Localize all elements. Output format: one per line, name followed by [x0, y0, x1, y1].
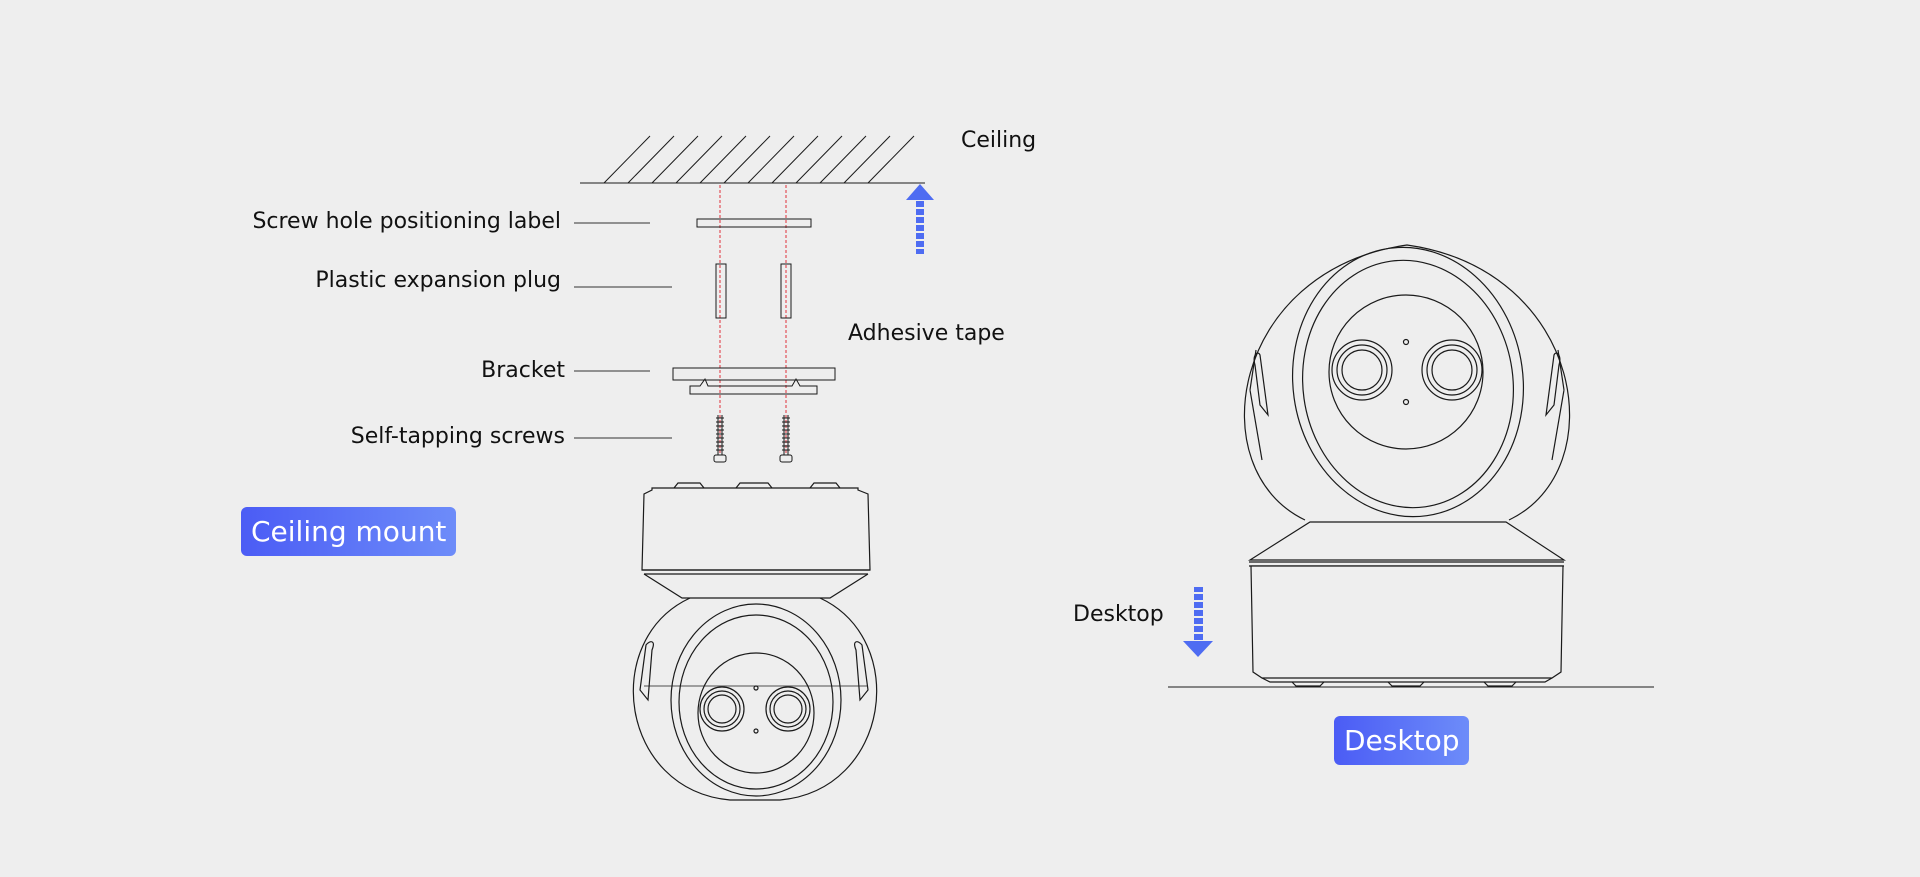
desktop-camera: [1243, 244, 1571, 687]
screws-label: Self-tapping screws: [350, 424, 565, 449]
desktop-surface-label: Desktop: [1073, 602, 1164, 627]
ceiling-camera: [632, 482, 878, 801]
desktop-badge: Desktop: [1334, 716, 1470, 765]
screw-hole-label-text: Screw hole positioning label: [252, 209, 561, 234]
leader-lines: [574, 222, 672, 439]
bracket-part: [672, 367, 836, 395]
screw-guide-lines: [719, 185, 787, 455]
self-tapping-screw-parts: [713, 415, 793, 463]
ceiling-label: Ceiling: [961, 128, 1037, 153]
arrow-up-icon: [906, 184, 934, 254]
adhesive-tape-label: Adhesive tape: [848, 321, 1005, 346]
expansion-plug-parts: [715, 263, 792, 319]
arrow-down-icon: [1183, 587, 1213, 657]
screw-hole-label-part: [696, 218, 812, 228]
expansion-plug-label: Plastic expansion plug: [315, 268, 561, 293]
ceiling-surface: [580, 135, 925, 184]
ceiling-mount-badge: Ceiling mount: [241, 507, 457, 556]
bracket-label: Bracket: [481, 358, 565, 383]
